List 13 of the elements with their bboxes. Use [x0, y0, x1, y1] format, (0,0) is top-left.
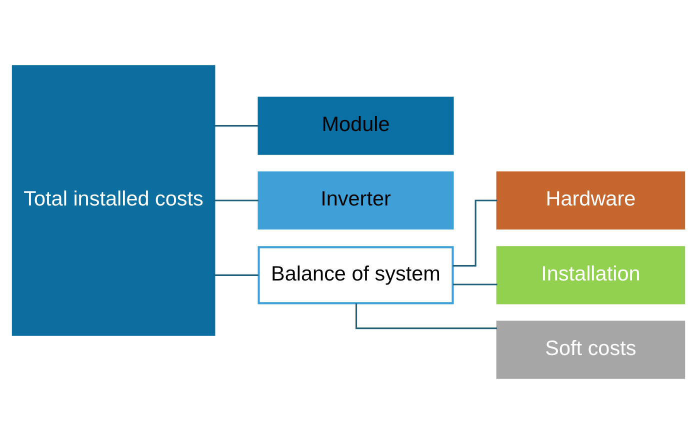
connector	[356, 302, 498, 329]
connector	[453, 283, 498, 285]
node-box: Soft costs	[496, 320, 686, 378]
node-box: Inverter	[258, 170, 454, 230]
node-box: Installation	[496, 246, 686, 304]
node-box: Hardware	[496, 170, 686, 230]
connector	[214, 274, 258, 276]
connector	[214, 124, 258, 126]
node-box: Total installed costs	[12, 64, 216, 336]
node-box: Module	[258, 96, 454, 154]
connector	[452, 199, 498, 266]
node-box: Balance of system	[258, 246, 454, 304]
connector	[214, 199, 258, 201]
